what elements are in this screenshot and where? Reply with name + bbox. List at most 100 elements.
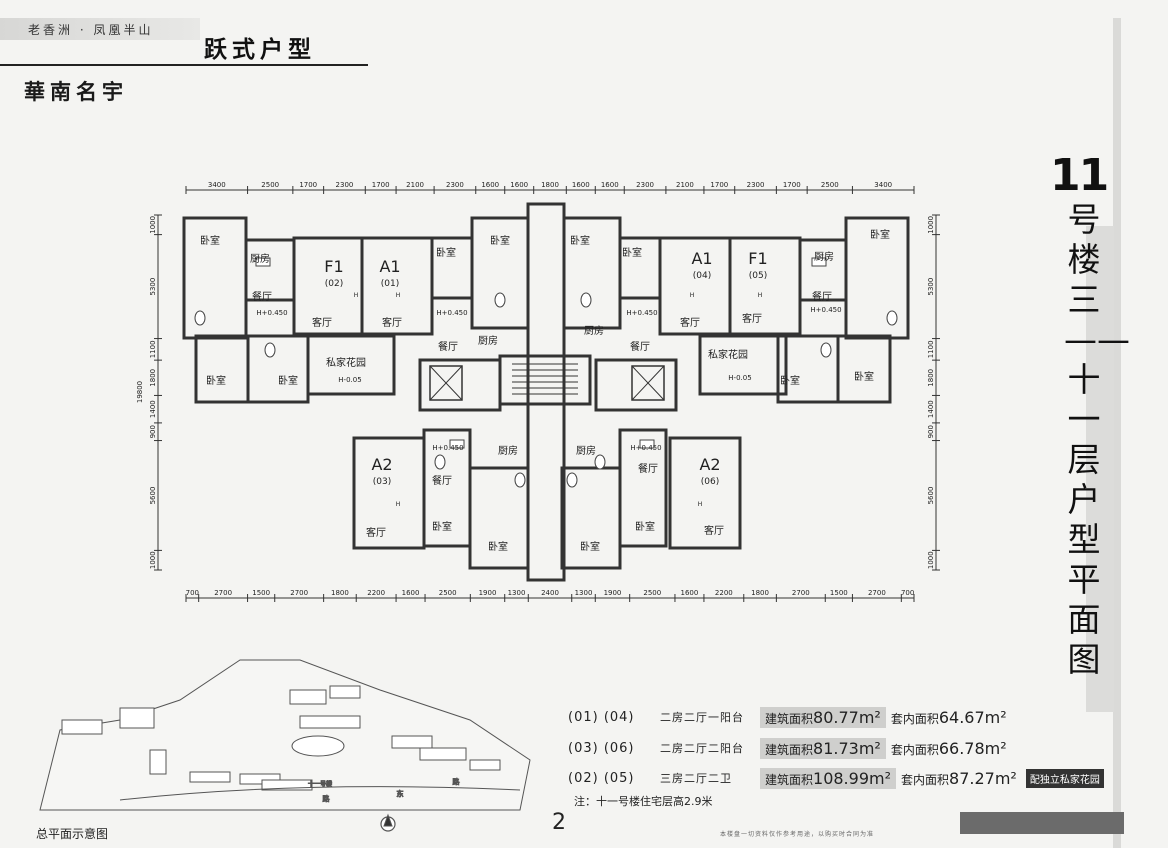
room-wall [618,236,662,300]
level-label: H [396,501,401,508]
room-label: 客厅 [680,316,700,329]
toilet-fixture [594,454,606,470]
room-wall [498,354,592,406]
room-label: 卧室 [635,520,655,533]
room-wall [244,238,296,302]
room-labels: 卧室厨房餐厅客厅客厅卧室卧室卧室卧室客厅客厅厨房餐厅卧室卧室卧室私家花园私家花园… [200,228,890,553]
site-building [289,689,327,705]
dimension-label: 2500 [261,181,279,189]
dimension-label: 1100 [149,340,157,358]
dimension-label: 1600 [481,181,499,189]
site-building [149,749,167,775]
dimension-label: 2200 [367,589,385,597]
room-wall [594,358,678,412]
unit-row: (01) (04) 二房二厅一阳台 建筑面积80.77m² 套内面积64.67m… [568,706,1012,728]
dimension-label: 2100 [406,181,424,189]
site-road [119,786,521,801]
site-plan-label: 总平面示意图 [36,827,109,841]
plan-walls [182,202,910,582]
dimension-label: 2400 [541,589,559,597]
toilet-fixture [434,454,446,470]
unit-row: (03) (06) 二房二厅二阳台 建筑面积81.73m² 套内面积66.78m… [568,737,1012,759]
dimension-label: 1500 [830,589,848,597]
dimension-label: 1800 [541,181,559,189]
room-label: 餐厅 [252,290,272,303]
room-wall [470,216,530,330]
level-label: H [698,501,703,508]
site-building-label: 十一号楼 [308,780,332,788]
room-label: 卧室 [622,246,642,259]
toilet-fixture [194,310,206,326]
unit-code-label: A1 [691,249,712,268]
room-wall [798,238,848,302]
dimension-label: 1000 [927,551,935,569]
dimension-label: 2200 [715,589,733,597]
room-label: 卧室 [206,374,226,387]
room-label: 卧室 [580,540,600,553]
brand-name: 華南名宇 [24,79,128,104]
north-arrow-icon [383,813,393,827]
dimension-label: 1800 [751,589,769,597]
dimension-label: 700 [901,589,914,597]
site-road-label: 路 [323,794,330,803]
sink-fixture [449,439,465,449]
net-area: 套内面积87.27m² [901,768,1017,788]
unit-labels: F1(02)A1(01)A1(04)F1(05)A2(03)A2(06) [324,249,767,487]
header-band [0,18,200,40]
dimension-label: 1600 [681,589,699,597]
unit-number-label: (02) [325,279,343,289]
side-title: 号楼三——十一层户型平面图 [1064,200,1130,679]
level-label: H [690,292,695,299]
site-building [419,747,467,761]
elevator-cross [429,365,463,401]
room-label: 卧室 [854,370,874,383]
sink-fixture [811,257,827,267]
room-label: 私家花园 [708,348,748,361]
site-building [329,685,361,699]
level-label: H+0.450 [432,444,463,452]
unit-number-label: (05) [749,271,767,281]
room-wall [698,334,788,396]
dimension-label: 3400 [208,181,226,189]
toilet-fixture [820,342,832,358]
dimension-label: 1900 [604,589,622,597]
room-label: 卧室 [278,374,298,387]
room-label: 餐厅 [432,474,452,487]
site-plaza [291,735,345,757]
dimension-label: 5600 [149,487,157,505]
toilet-fixture [264,342,276,358]
unit-code-label: A2 [699,455,720,474]
dimension-label: 900 [927,425,935,438]
dimension-label: 5600 [927,487,935,505]
level-label: H+0.450 [626,309,657,317]
unit-code-label: A1 [379,257,400,276]
site-building [239,773,281,785]
room-label: 客厅 [704,524,724,537]
room-label: 私家花园 [326,356,366,369]
header-rule [0,64,368,66]
toilet-fixture [566,472,578,488]
room-label: 餐厅 [812,290,832,303]
room-wall [430,236,474,300]
room-label: 厨房 [584,324,604,337]
gross-area: 建筑面积81.73m² [760,737,886,759]
dimension-label: 1800 [149,369,157,387]
sink-fixture [255,257,271,267]
toilet-fixture [886,310,898,326]
level-label: H+0.450 [436,309,467,317]
toilet-fixture [580,292,592,308]
site-building [391,735,433,749]
room-label: 餐厅 [638,462,658,475]
elevator-cross [631,365,665,401]
site-building [261,779,313,791]
room-label: 厨房 [814,250,834,263]
net-area: 套内面积66.78m² [890,738,1007,758]
level-label: H+0.450 [630,444,661,452]
level-label: H-0.05 [728,374,751,382]
dimension-label: 1900 [479,589,497,597]
dimension-label: 2700 [290,589,308,597]
dimension-label: 1000 [927,216,935,234]
